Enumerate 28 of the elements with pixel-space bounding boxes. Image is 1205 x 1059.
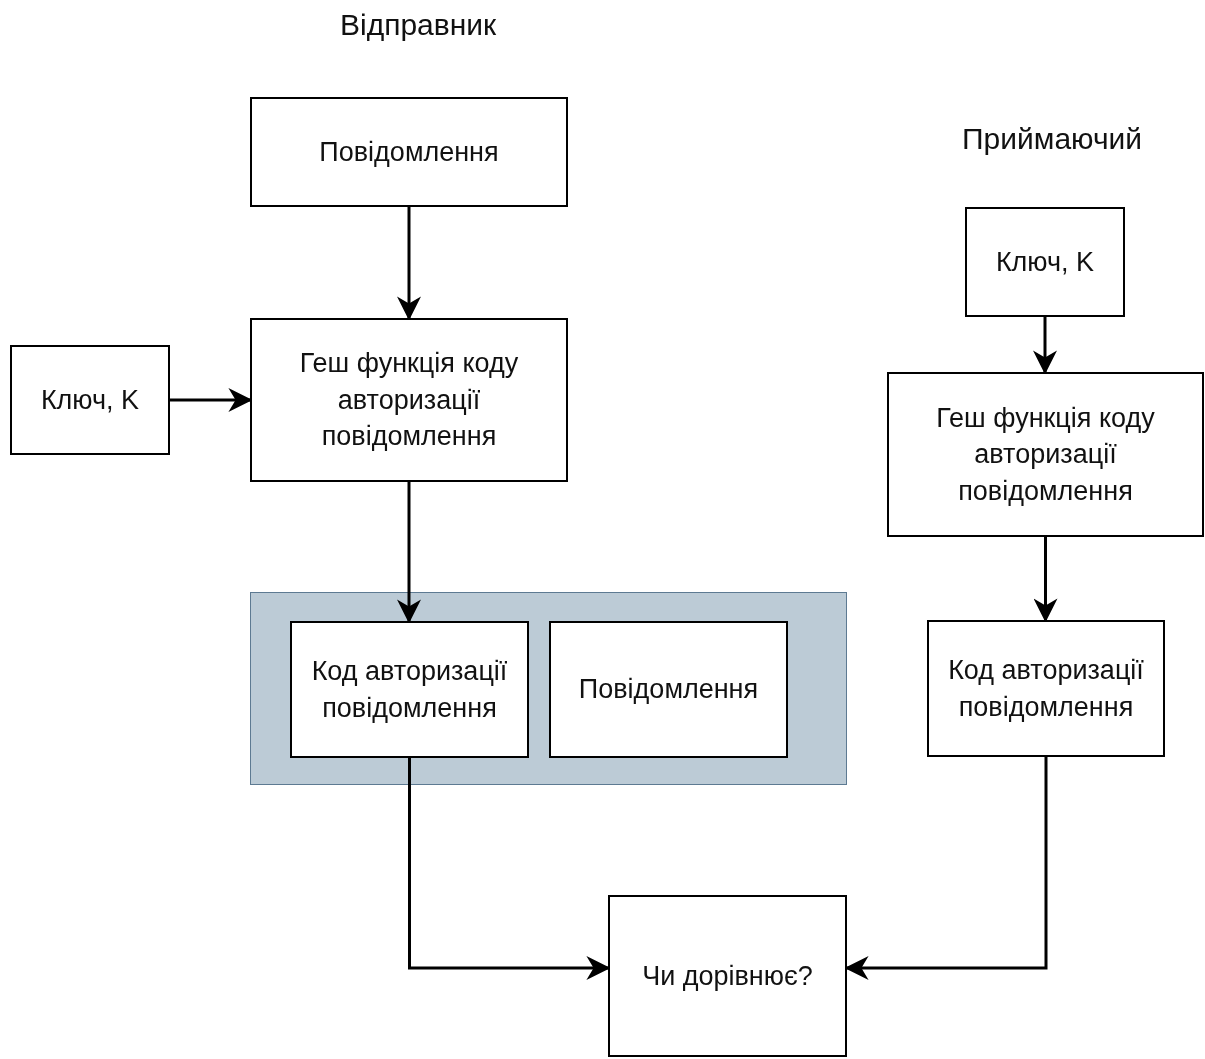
- box-label: Код авторизації повідомлення: [947, 654, 1145, 724]
- box-label: Чи дорівнює?: [641, 959, 814, 993]
- box-label: Ключ, K: [994, 245, 1096, 279]
- arrow: [397, 207, 421, 321]
- process-box: [887, 372, 1204, 537]
- arrow: [844, 757, 1048, 980]
- arrow: [1033, 537, 1058, 623]
- arrow: [1033, 317, 1057, 375]
- process-box: [10, 345, 170, 455]
- arrow: [408, 758, 611, 980]
- process-box: [250, 318, 568, 482]
- process-box: [549, 621, 788, 758]
- group-panel: [250, 592, 847, 785]
- arrow: [397, 482, 421, 624]
- arrow: [170, 388, 253, 412]
- box-label: Повідомлення: [577, 673, 760, 707]
- process-box: [290, 621, 529, 758]
- process-box: [965, 207, 1125, 317]
- lane-heading: Приймаючий: [962, 122, 1143, 156]
- lane-heading: Відправник: [340, 8, 497, 42]
- process-box: [608, 895, 847, 1057]
- box-label: Геш функція коду авторизації повідомлення: [935, 401, 1156, 508]
- box-label: Геш функція коду авторизації повідомлення: [298, 347, 520, 454]
- process-box: [250, 97, 568, 207]
- box-label: Ключ, K: [39, 383, 141, 417]
- box-label: Повідомлення: [318, 135, 500, 169]
- process-box: [927, 620, 1165, 757]
- box-label: Код авторизації повідомлення: [310, 655, 509, 725]
